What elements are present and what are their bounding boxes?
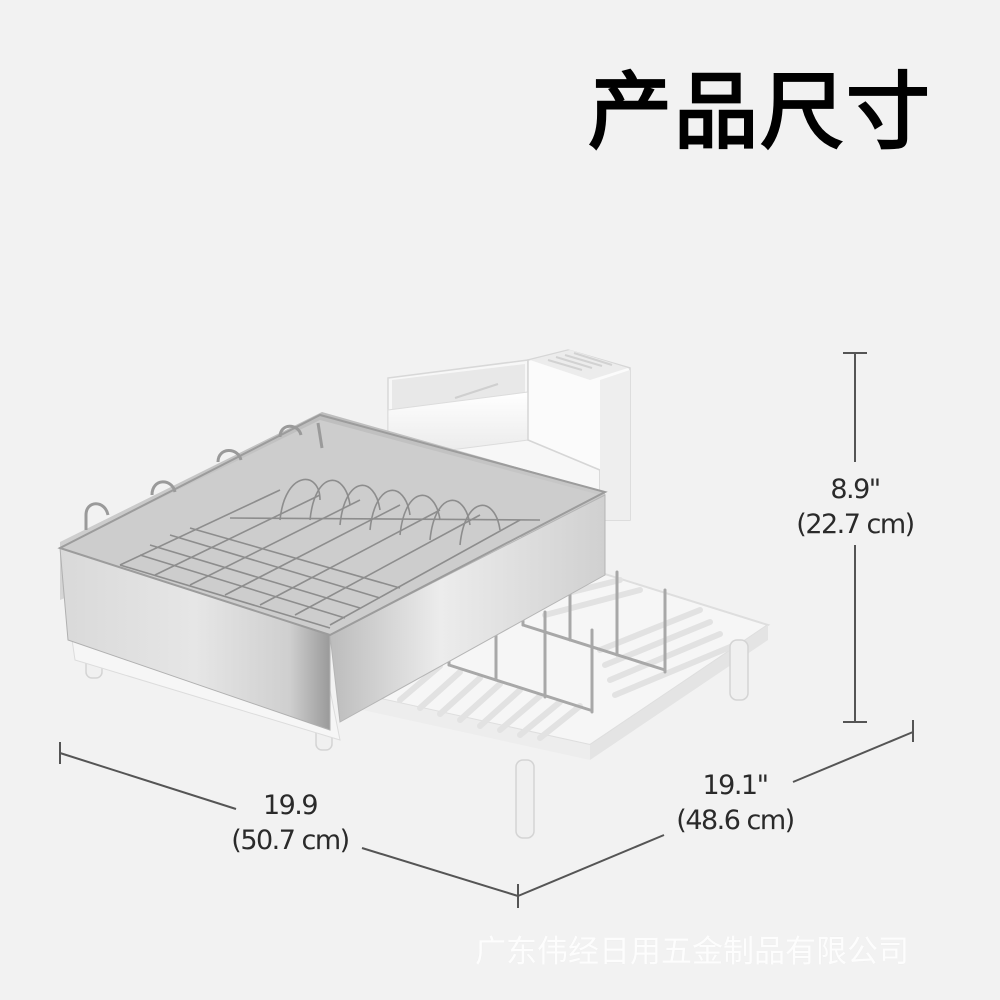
- height-metric: (22.7 cm): [796, 509, 915, 540]
- width-line-left: [517, 834, 665, 897]
- length-dimension-label: 19.9 (50.7 cm): [210, 788, 370, 858]
- drainboard-tray: [337, 558, 771, 760]
- length-line-left: [59, 752, 237, 810]
- height-dimension-label: 8.9" (22.7 cm): [780, 472, 930, 542]
- width-imperial: 19.1": [702, 770, 769, 801]
- page-title: 产品尺寸: [588, 63, 933, 161]
- company-watermark: 广东伟经日用五金制品有限公司: [475, 934, 909, 970]
- height-imperial: 8.9": [830, 474, 881, 505]
- width-line-right: [792, 731, 914, 783]
- side-hooks: [84, 422, 324, 530]
- width-dimension-label: 19.1" (48.6 cm): [655, 768, 815, 838]
- dimension-lines: [59, 352, 914, 908]
- length-line-right: [361, 847, 519, 897]
- width-metric: (48.6 cm): [676, 805, 795, 836]
- knife-block: [527, 349, 631, 521]
- length-imperial: 19.9: [262, 790, 319, 821]
- length-metric: (50.7 cm): [231, 825, 350, 856]
- stainless-steel-basket: [57, 412, 608, 741]
- wire-dish-rack: [119, 478, 541, 629]
